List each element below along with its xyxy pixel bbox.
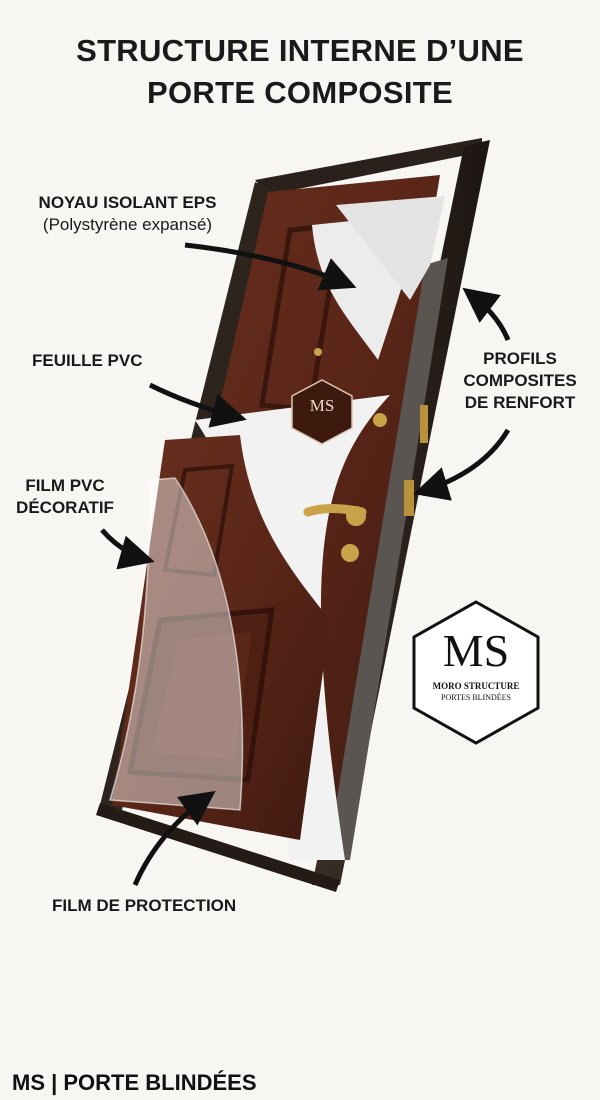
logo-line-2: PORTES BLINDÉES bbox=[441, 693, 511, 702]
brand-logo bbox=[412, 600, 540, 745]
door-badge bbox=[291, 379, 353, 445]
logo-line-1: MORO STRUCTURE bbox=[432, 681, 520, 691]
label-profils-line-1: PROFILS bbox=[483, 349, 557, 368]
arrow-film-protection bbox=[132, 790, 216, 886]
label-profils-line-3: DE RENFORT bbox=[464, 393, 576, 412]
title-line-1: STRUCTURE INTERNE D’UNE bbox=[76, 33, 524, 68]
label-profils: PROFILS COMPOSITES DE RENFORT bbox=[450, 348, 590, 414]
label-film-pvc-line-2: DÉCORATIF bbox=[16, 498, 114, 517]
footer-brand: MS | PORTE BLINDÉES bbox=[12, 1070, 257, 1095]
logo-initials: MS bbox=[442, 625, 510, 676]
label-feuille-pvc: FEUILLE PVC bbox=[32, 351, 143, 370]
title-line-2: PORTE COMPOSITE bbox=[147, 75, 453, 110]
label-profils-line-2: COMPOSITES bbox=[463, 371, 577, 390]
label-film-pvc: FILM PVC DÉCORATIF bbox=[15, 475, 115, 519]
label-film-protection: FILM DE PROTECTION bbox=[52, 896, 237, 915]
arrow-profils-top bbox=[462, 287, 511, 341]
decorative-pvc-film bbox=[109, 477, 244, 811]
page-title: STRUCTURE INTERNE D’UNE PORTE COMPOSITE bbox=[0, 30, 600, 114]
label-eps-line-2: (Polystyrène expansé) bbox=[42, 215, 213, 234]
door-badge-initials: MS bbox=[309, 396, 335, 415]
arrow-film-pvc bbox=[100, 528, 155, 570]
label-eps-line-1: NOYAU ISOLANT EPS bbox=[38, 193, 217, 212]
door-lock-hardware bbox=[303, 348, 428, 562]
arrow-eps bbox=[184, 242, 357, 291]
label-film-pvc-line-1: FILM PVC bbox=[25, 476, 105, 495]
eps-core-top bbox=[336, 196, 445, 300]
arrow-profils-bottom bbox=[413, 428, 511, 501]
arrow-feuille-pvc bbox=[148, 382, 247, 428]
label-eps-core: NOYAU ISOLANT EPS (Polystyrène expansé) bbox=[20, 192, 235, 236]
